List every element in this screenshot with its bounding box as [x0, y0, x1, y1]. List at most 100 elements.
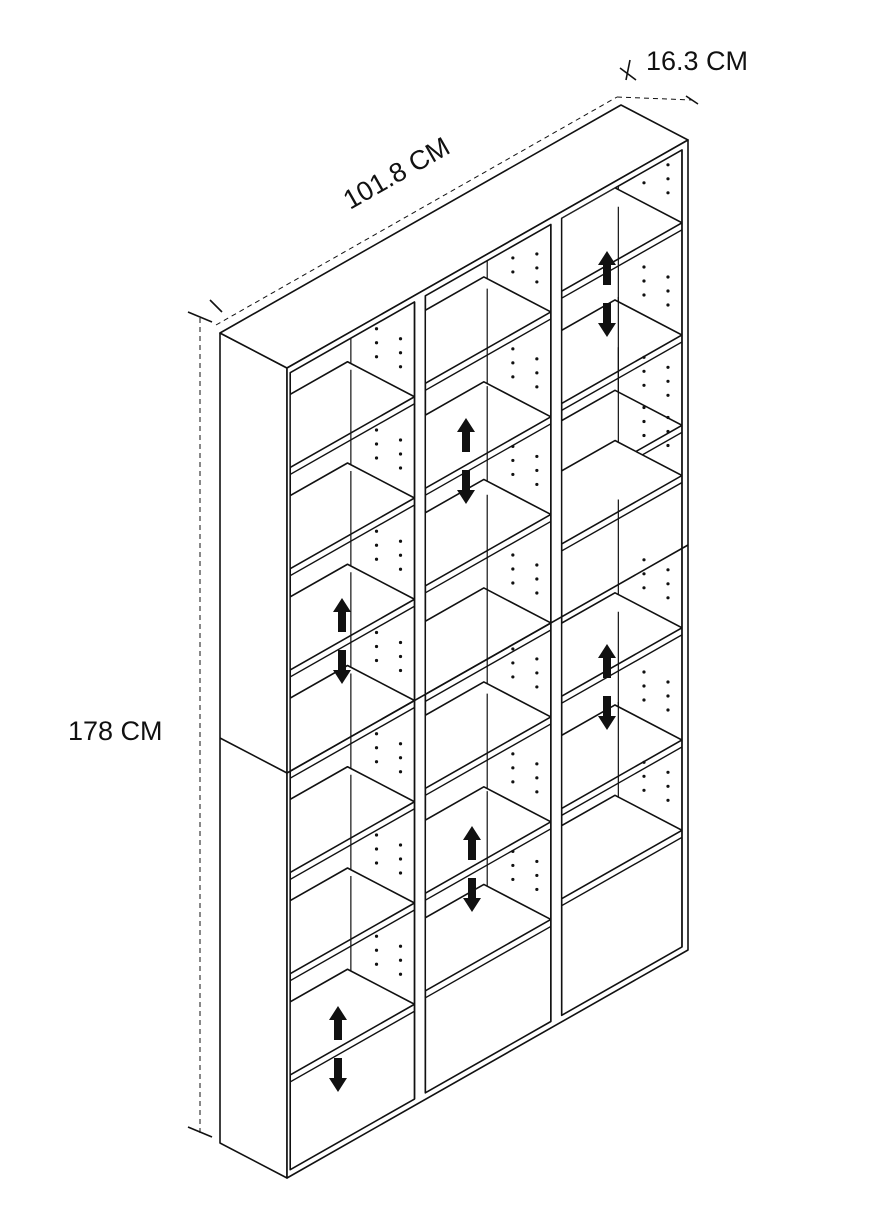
shelf-front-edge: [290, 706, 415, 779]
shelf-pin-hole: [666, 784, 670, 788]
shelf-pin-hole: [398, 668, 403, 673]
shelf-front-edge: [425, 423, 551, 496]
shelf-pin-hole: [374, 355, 379, 359]
shelf-board: [290, 867, 415, 975]
width-dimension-line: [215, 96, 618, 326]
shelf-board: [561, 794, 682, 900]
shelf-pin-hole: [511, 458, 515, 463]
shelf-pin-hole: [642, 355, 646, 359]
shelf-pin-hole: [666, 568, 670, 572]
arrow-up-icon: [598, 251, 616, 285]
shelf-pin-hole: [511, 567, 515, 571]
shelf-pin-hole: [511, 375, 515, 379]
shelf-board: [425, 478, 551, 587]
shelf-pin-hole: [666, 275, 670, 279]
shelf-pin-hole: [374, 557, 379, 561]
shelf-pin-hole: [666, 596, 670, 600]
shelf-pin-hole: [398, 553, 403, 557]
shelf-pin-hole: [511, 675, 515, 679]
shelf-pin-hole: [535, 468, 539, 473]
arrow-down-icon: [329, 1058, 347, 1092]
shelf-pin-hole: [535, 577, 539, 581]
shelf-pin-hole: [511, 472, 515, 477]
shelf-pin-hole: [398, 756, 403, 760]
height-tick-bottom: [187, 1126, 213, 1138]
shelf-pin-hole: [398, 452, 403, 456]
shelf-pin-hole: [511, 849, 515, 854]
shelf-pin-hole: [642, 788, 646, 792]
shelf-board: [290, 664, 415, 772]
shelf-pin-hole: [642, 293, 646, 297]
shelf-pin-hole: [398, 654, 403, 659]
shelf-board: [425, 883, 551, 992]
shelf-board: [425, 681, 551, 790]
shelf-front-edge: [561, 229, 682, 299]
arrow-up-icon: [598, 644, 616, 678]
shelf-pin-hole: [374, 732, 379, 736]
shelf-pin-hole: [374, 529, 379, 533]
shelf-pin-hole: [511, 780, 515, 784]
shelf-pin-hole: [642, 405, 646, 410]
shelf-pin-hole: [535, 454, 539, 459]
shelf-board: [561, 591, 682, 698]
shelf-board: [425, 587, 551, 696]
shelf-front-edge: [425, 629, 551, 702]
shelf-front-edge: [290, 403, 415, 476]
shelf-front-edge: [425, 925, 551, 999]
shelf-pin-hole: [666, 303, 670, 307]
height-tick-top: [187, 311, 213, 323]
shelf-pin-hole: [642, 586, 646, 590]
shelf-pin-hole: [511, 647, 515, 651]
shelf-pin-hole: [398, 337, 403, 341]
shelf-pin-hole: [535, 357, 539, 361]
depth-tick-left: [625, 59, 631, 81]
shelf-pin-hole: [374, 327, 379, 331]
shelf-front-edge: [290, 504, 415, 577]
shelf-pin-hole: [666, 393, 670, 397]
shelf-pin-hole: [666, 177, 670, 181]
shelf-pin-hole: [642, 433, 646, 438]
shelf-front-edge: [290, 1010, 415, 1083]
shelf-front-edge: [561, 634, 682, 704]
shelf-pin-hole: [398, 351, 403, 355]
shelf-front-edge: [561, 836, 682, 907]
shelf-pin-hole: [511, 361, 515, 365]
shelf-pin-hole: [642, 774, 646, 778]
shelf-pin-hole: [535, 657, 539, 661]
shelf-pin-hole: [642, 760, 646, 764]
shelf-pin-hole: [642, 698, 646, 702]
shelf-pin-hole: [666, 694, 670, 698]
shelf-pin-hole: [535, 563, 539, 567]
shelf-pin-hole: [511, 256, 515, 260]
shelf-front-edge: [290, 605, 415, 678]
shelf-pin-hole: [666, 798, 670, 802]
shelf-pin-hole: [511, 766, 515, 770]
shelf-pin-hole: [535, 482, 539, 487]
shelf-pin-hole: [398, 958, 403, 962]
shelf-pin-hole: [398, 972, 403, 976]
depth-tick-right: [685, 95, 699, 105]
arrow-up-icon: [457, 418, 475, 452]
shelf-pin-hole: [666, 429, 670, 434]
shelf-pin-hole: [642, 684, 646, 688]
shelf-board: [561, 704, 682, 810]
arrow-up-icon: [333, 598, 351, 632]
shelf-front-edge: [425, 318, 551, 391]
shelf-pin-hole: [374, 658, 379, 663]
shelf-board: [425, 381, 551, 489]
shelf-board: [290, 765, 415, 874]
shelf-pin-hole: [666, 680, 670, 684]
shelf-pin-hole: [398, 857, 403, 861]
depth-label: 16.3 CM: [646, 46, 748, 76]
shelf-pin-hole: [398, 539, 403, 543]
shelf-pin-hole: [398, 640, 403, 645]
depth-dimension-line: [616, 96, 693, 101]
shelf-pin-hole: [511, 270, 515, 274]
shelf-front-edge: [290, 808, 415, 881]
shelf-pin-hole: [642, 265, 646, 269]
shelf-front-edge: [290, 909, 415, 982]
shelf-pin-hole: [642, 670, 646, 674]
unit-split-side: [219, 737, 288, 774]
width-tick-left: [209, 299, 223, 313]
